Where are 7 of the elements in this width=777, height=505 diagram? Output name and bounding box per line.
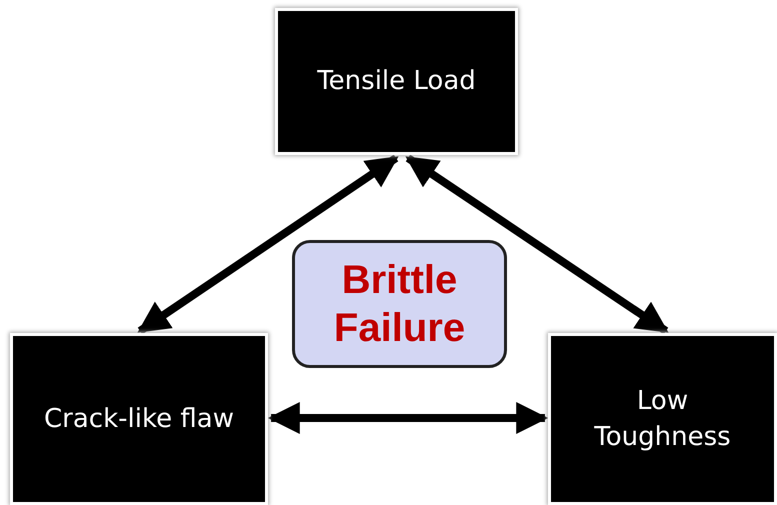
outcome-box: Brittle Failure [292, 240, 507, 368]
flaw-box: Crack-like flaw [10, 333, 268, 505]
double-arrow [137, 154, 399, 334]
double-arrow [268, 402, 548, 434]
double-arrow [405, 154, 669, 334]
load-box: Tensile Load [275, 8, 518, 155]
toughness-box: Low Toughness [548, 333, 777, 505]
